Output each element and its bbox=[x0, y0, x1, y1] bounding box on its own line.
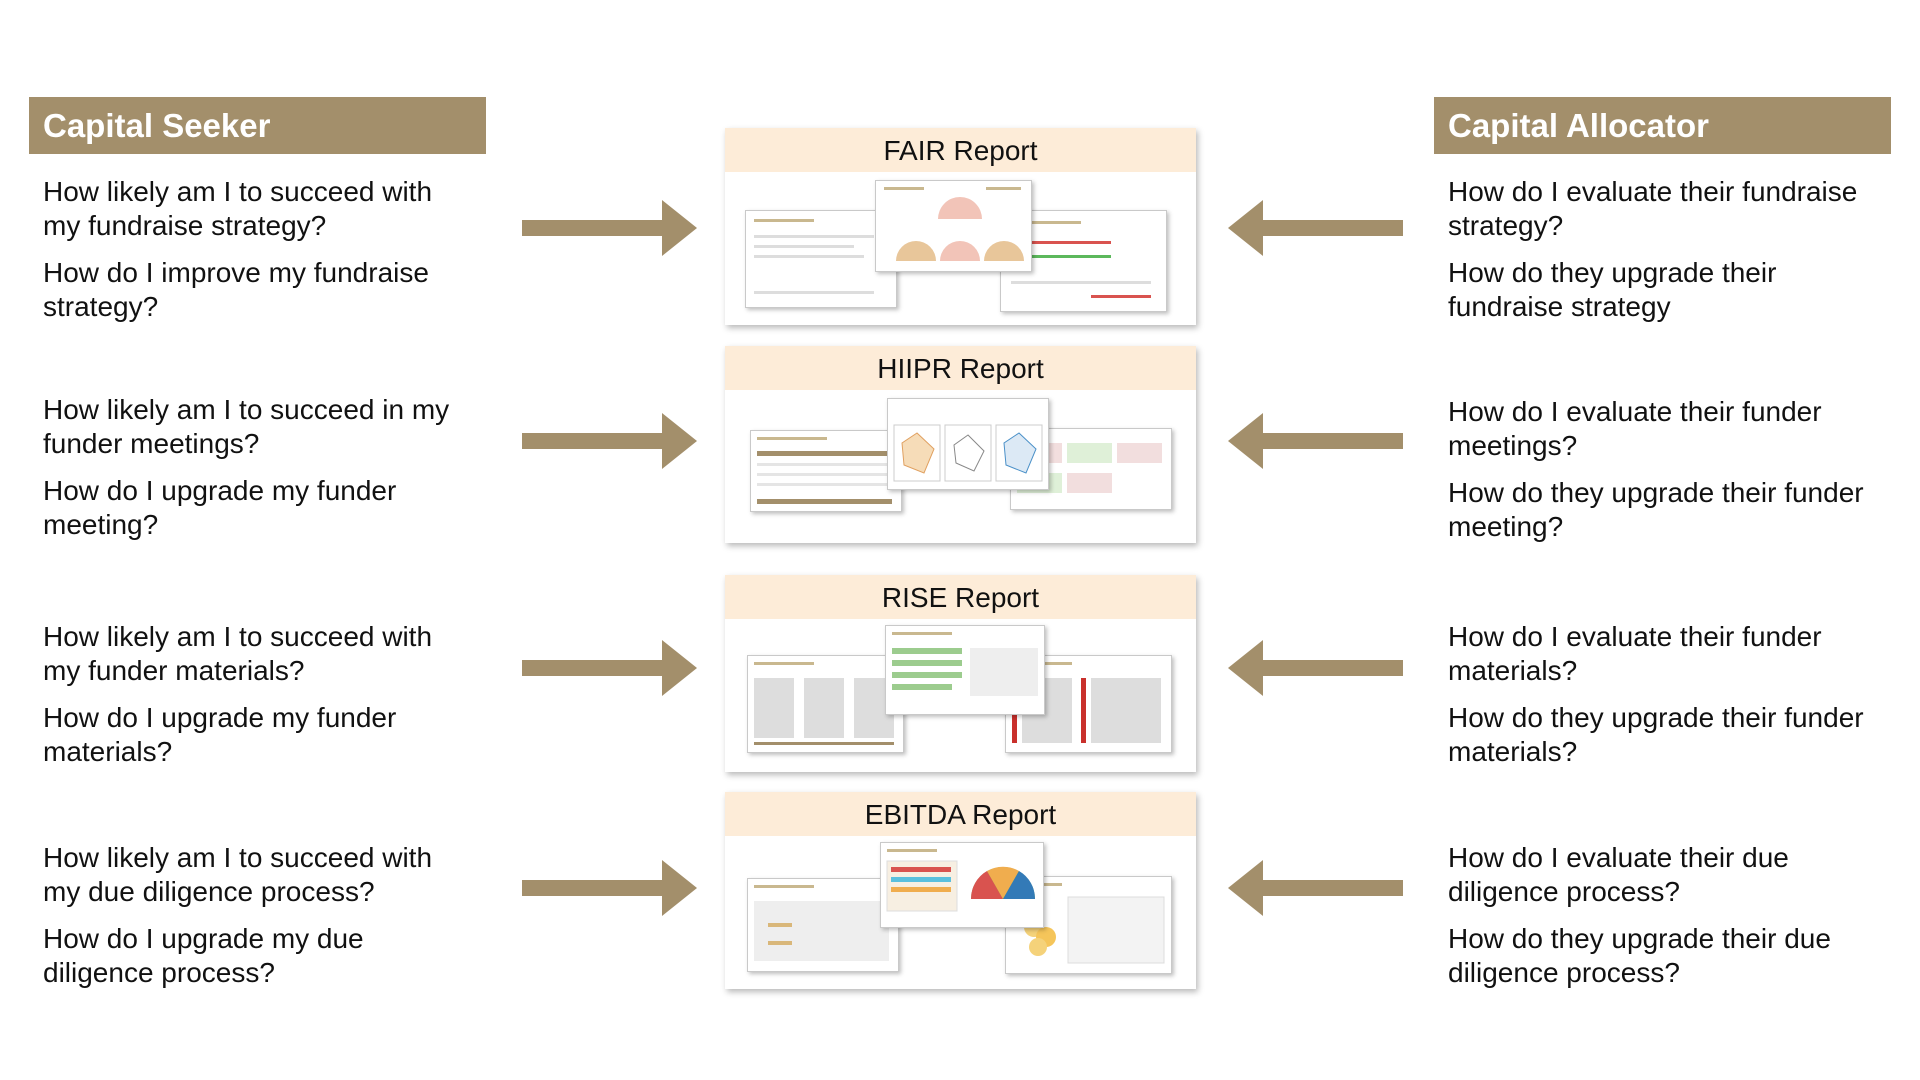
report-page-thumbnail bbox=[885, 625, 1045, 715]
allocator-question: How do I evaluate their funder meetings? bbox=[1448, 396, 1822, 461]
report-title: FAIR Report bbox=[725, 128, 1196, 172]
arrow-right-icon bbox=[522, 860, 697, 916]
report-page-thumbnail bbox=[887, 398, 1049, 490]
seeker-question: How likely am I to succeed in my funder … bbox=[43, 394, 450, 459]
report-thumbnails bbox=[725, 172, 1196, 325]
report-page-thumbnail bbox=[880, 842, 1044, 928]
allocator-question: How do they upgrade their funder meeting… bbox=[1448, 477, 1864, 542]
report-card-fair: FAIR Report bbox=[725, 128, 1196, 325]
allocator-question: How do they upgrade their funder materia… bbox=[1448, 702, 1864, 767]
report-page-thumbnail bbox=[1005, 876, 1172, 974]
report-page-thumbnail bbox=[750, 430, 902, 512]
seeker-question: How likely am I to succeed with my funde… bbox=[43, 621, 433, 686]
seeker-question: How do I upgrade my funder meeting? bbox=[43, 475, 397, 540]
arrow-right-icon bbox=[522, 413, 697, 469]
arrow-left-icon bbox=[1228, 860, 1403, 916]
report-title: RISE Report bbox=[725, 575, 1196, 619]
allocator-question: How do they upgrade their due diligence … bbox=[1448, 923, 1831, 988]
arrow-left-icon bbox=[1228, 640, 1403, 696]
report-thumbnails bbox=[725, 619, 1196, 772]
report-card-rise: RISE Report bbox=[725, 575, 1196, 772]
capital-seeker-header: Capital Seeker bbox=[29, 97, 486, 154]
seeker-question: How likely am I to succeed with my due d… bbox=[43, 842, 433, 907]
arrow-right-icon bbox=[522, 640, 697, 696]
arrow-left-icon bbox=[1228, 413, 1403, 469]
capital-allocator-header: Capital Allocator bbox=[1434, 97, 1891, 154]
report-thumbnails bbox=[725, 836, 1196, 989]
seeker-question: How do I upgrade my funder materials? bbox=[43, 702, 397, 767]
report-title: HIIPR Report bbox=[725, 346, 1196, 390]
report-card-hiipr: HIIPR Report bbox=[725, 346, 1196, 543]
report-title: EBITDA Report bbox=[725, 792, 1196, 836]
allocator-question: How do they upgrade their fundraise stra… bbox=[1448, 257, 1777, 322]
allocator-question: How do I evaluate their funder materials… bbox=[1448, 621, 1822, 686]
report-card-ebitda: EBITDA Report bbox=[725, 792, 1196, 989]
allocator-question: How do I evaluate their fundraise strate… bbox=[1448, 176, 1858, 241]
seeker-question: How do I improve my fundraise strategy? bbox=[43, 257, 429, 322]
report-page-thumbnail bbox=[745, 210, 897, 308]
report-page-thumbnail bbox=[875, 180, 1032, 272]
report-thumbnails bbox=[725, 390, 1196, 543]
seeker-question: How likely am I to succeed with my fundr… bbox=[43, 176, 433, 241]
arrow-right-icon bbox=[522, 200, 697, 256]
arrow-left-icon bbox=[1228, 200, 1403, 256]
seeker-question: How do I upgrade my due diligence proces… bbox=[43, 923, 364, 988]
report-page-thumbnail bbox=[747, 655, 904, 753]
allocator-question: How do I evaluate their due diligence pr… bbox=[1448, 842, 1789, 907]
report-page-thumbnail bbox=[747, 878, 899, 972]
